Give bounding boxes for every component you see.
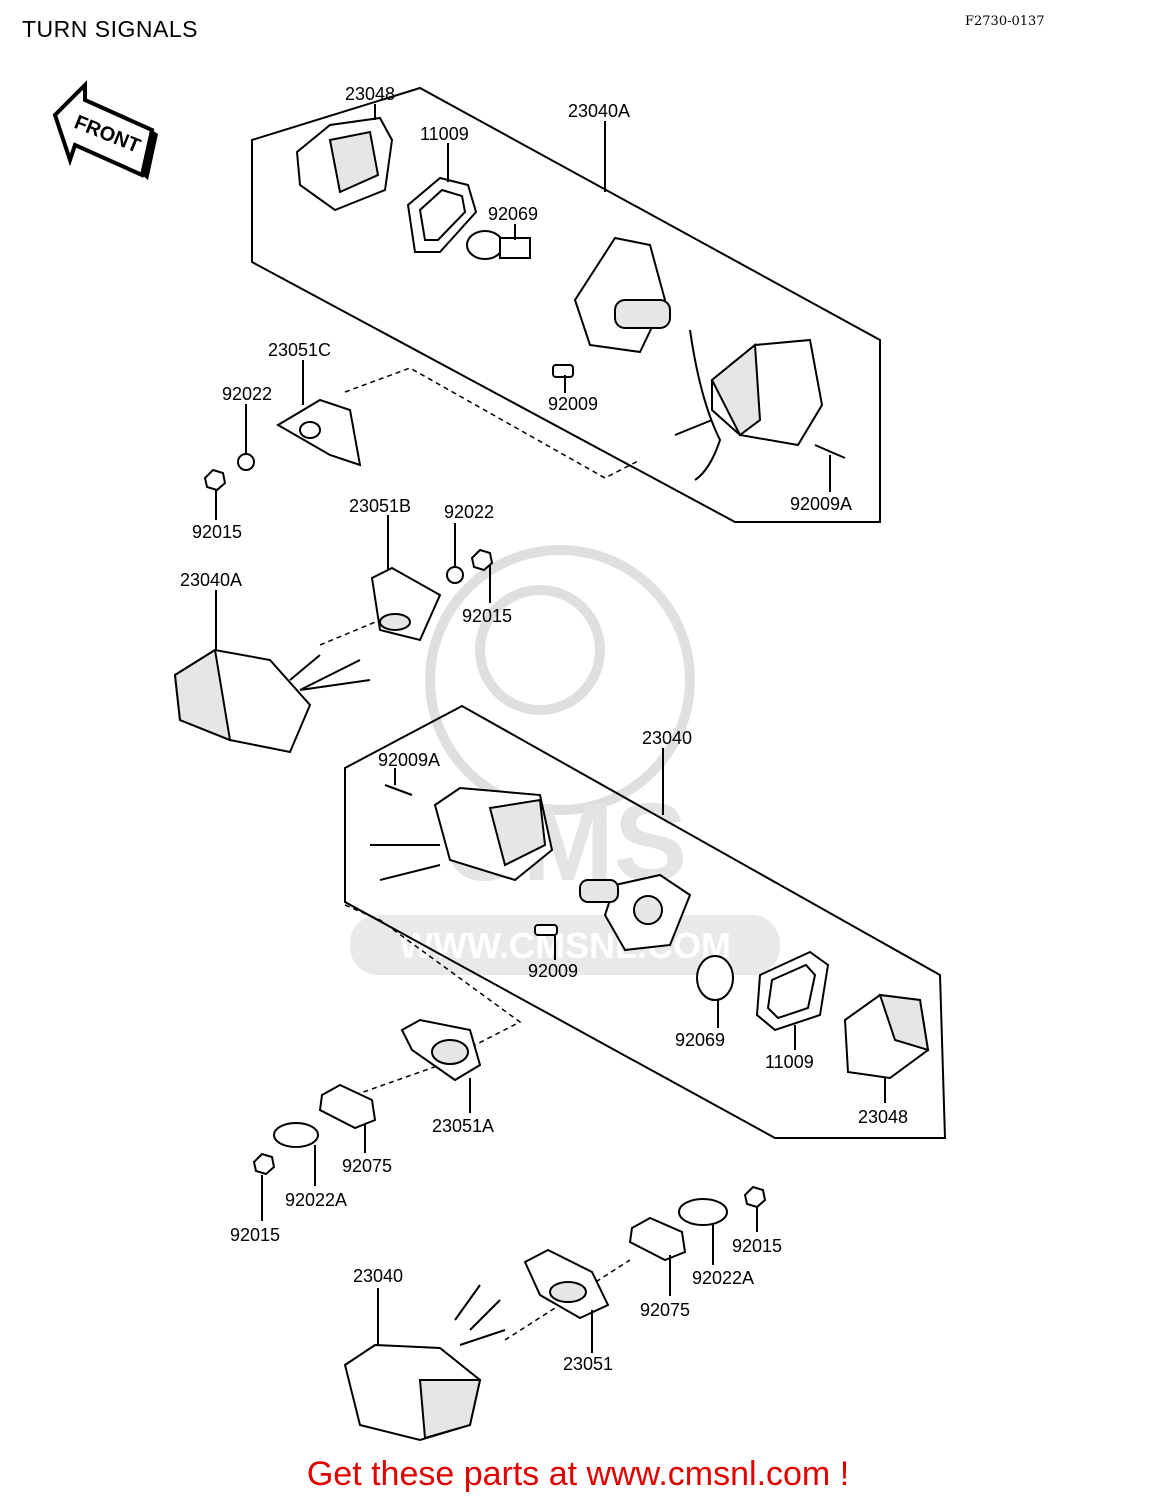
part-label[interactable]: 92009A — [790, 494, 852, 514]
part-label[interactable]: 92075 — [342, 1156, 392, 1176]
socket-housing-upper — [573, 236, 671, 354]
part-label[interactable]: 92069 — [675, 1030, 725, 1050]
alignment-line-lower — [344, 904, 522, 1046]
part-label[interactable]: 92015 — [230, 1225, 280, 1245]
part-label[interactable]: 92009 — [548, 394, 598, 414]
leader-lines — [215, 104, 886, 1353]
part-label[interactable]: 23040A — [180, 570, 242, 590]
part-label[interactable]: 92009 — [528, 961, 578, 981]
screw-92009-lower — [534, 924, 558, 936]
bulb-upper — [466, 230, 531, 260]
part-label[interactable]: 92022A — [285, 1190, 347, 1210]
screw-92009-upper — [552, 364, 574, 378]
part-label[interactable]: 11009 — [420, 124, 469, 144]
bracket-23051b — [370, 566, 442, 642]
part-label[interactable]: 92069 — [488, 204, 538, 224]
footer-promo-link[interactable]: Get these parts at www.cmsnl.com ! — [306, 1455, 850, 1493]
bracket-23051 — [523, 1248, 610, 1320]
socket-housing-lower — [579, 873, 692, 952]
alignment-line-lower-left — [354, 1064, 441, 1096]
part-label[interactable]: 92009A — [378, 750, 440, 770]
bulb-lower — [696, 955, 734, 1001]
bracket-23051a — [400, 1018, 482, 1082]
washer-92022a-right — [678, 1198, 728, 1226]
part-label[interactable]: 23040A — [568, 101, 630, 121]
rubber-92075-left — [318, 1083, 377, 1130]
part-label[interactable]: 23048 — [345, 84, 395, 104]
part-label[interactable]: 92015 — [192, 522, 242, 542]
diagram-reference-code: F2730-0137 — [965, 14, 1045, 29]
part-label[interactable]: 92075 — [640, 1300, 690, 1320]
part-label[interactable]: 11009 — [765, 1052, 814, 1072]
part-label[interactable]: 92015 — [732, 1236, 782, 1256]
upper-assembly-outline — [251, 86, 881, 523]
screw-92009a-upper — [814, 444, 846, 459]
turn-signal-body-lower — [370, 784, 554, 882]
part-labels: 23048 11009 23040A 92069 23051C 92022 92… — [180, 84, 908, 1374]
part-label[interactable]: 92022 — [444, 502, 494, 522]
alignment-line-mid — [319, 617, 386, 646]
lens-upper — [295, 116, 394, 212]
washer-92022-upper — [237, 453, 255, 471]
alignment-line-upper — [344, 367, 641, 479]
washer-92022a-left — [273, 1122, 319, 1148]
part-label[interactable]: 92022 — [222, 384, 272, 404]
part-label[interactable]: 23051C — [268, 340, 331, 360]
front-direction-arrow: FRONT — [52, 80, 158, 180]
nut-92015-lower-left — [252, 1152, 276, 1176]
turn-signal-body-upper — [674, 329, 824, 481]
part-label[interactable]: 23040 — [642, 728, 692, 748]
part-label[interactable]: 92022A — [692, 1268, 754, 1288]
nut-92015-upper — [203, 468, 227, 492]
part-label[interactable]: 92015 — [462, 606, 512, 626]
rubber-92075-right — [628, 1216, 687, 1262]
gasket-lower — [755, 950, 830, 1032]
gasket-upper — [406, 176, 478, 253]
part-label[interactable]: 23048 — [858, 1107, 908, 1127]
part-label[interactable]: 23051 — [563, 1354, 613, 1374]
turn-signal-body-left — [173, 648, 371, 754]
page-title: TURN SIGNALS — [22, 16, 198, 42]
turn-signal-body-bottom — [343, 1284, 506, 1442]
bracket-23051c — [276, 398, 362, 467]
part-label[interactable]: 23051B — [349, 496, 411, 516]
nut-92015-mid — [470, 548, 494, 572]
part-label[interactable]: 23040 — [353, 1266, 403, 1286]
nut-92015-lower-right — [743, 1185, 767, 1209]
part-label[interactable]: 23051A — [432, 1116, 494, 1136]
washer-92022-mid — [446, 566, 464, 584]
lens-lower — [843, 993, 930, 1080]
lower-assembly-outline — [344, 704, 947, 1139]
